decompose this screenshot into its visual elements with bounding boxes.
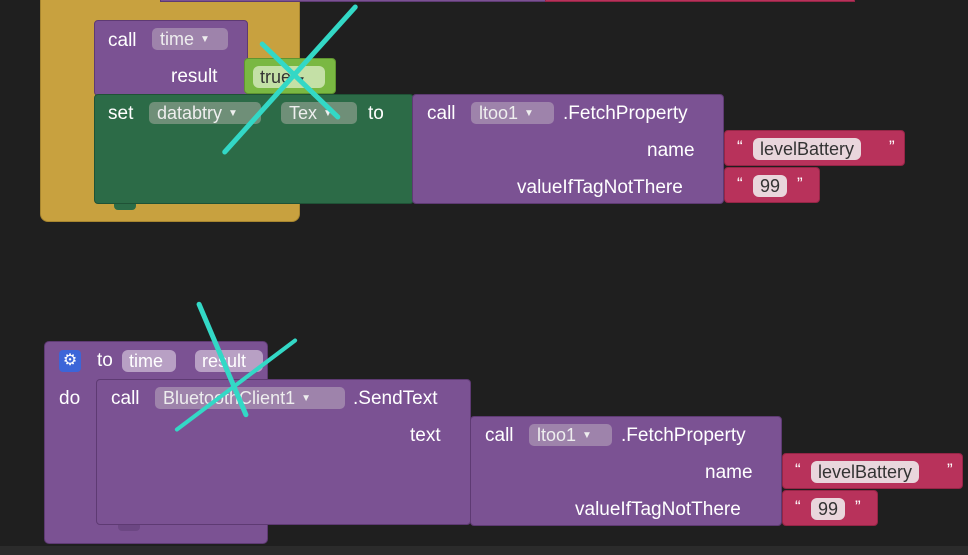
do-keyword: do: [59, 388, 81, 409]
chevron-down-icon: ▼: [582, 430, 592, 442]
text-string-block[interactable]: “ levelBattery ”: [724, 130, 905, 166]
chevron-down-icon: ▼: [524, 108, 534, 120]
chevron-down-icon: ▼: [228, 108, 238, 120]
fetch-property-block[interactable]: call ltoo1 ▼ .FetchProperty name valueIfT…: [470, 416, 782, 526]
component-dropdown-label: ltoo1: [479, 103, 519, 123]
fetch-property-block[interactable]: call ltoo1 ▼ .FetchProperty name valueIfT…: [412, 94, 724, 204]
quote-open-icon: “: [795, 497, 801, 516]
text-string-block[interactable]: “ levelBattery ”: [782, 453, 963, 489]
quote-close-icon: ”: [889, 137, 895, 156]
gear-icon[interactable]: ⚙: [59, 350, 81, 372]
chevron-down-icon: ▼: [301, 393, 311, 405]
property-dropdown[interactable]: Tex ▼: [281, 102, 357, 124]
text-field[interactable]: 99: [753, 175, 788, 197]
block-notch: [114, 204, 136, 210]
call-keyword: call: [111, 388, 140, 409]
component-dropdown-label: ltoo1: [537, 425, 577, 445]
chevron-down-icon: ▼: [323, 108, 333, 120]
property-dropdown-label: Tex: [289, 103, 318, 123]
name-label: name: [705, 462, 753, 483]
workspace-bottom-bar: [0, 546, 968, 555]
component-dropdown[interactable]: ltoo1 ▼: [471, 102, 554, 124]
quote-open-icon: “: [737, 174, 743, 193]
to-keyword: to: [97, 350, 113, 371]
block-notch: [118, 525, 140, 531]
tag-label: valueIfTagNotThere: [575, 499, 741, 520]
chevron-down-icon: ▼: [200, 34, 210, 46]
component-dropdown[interactable]: ltoo1 ▼: [529, 424, 612, 446]
procedure-name-field[interactable]: time: [122, 350, 176, 372]
component-dropdown[interactable]: databtry ▼: [149, 102, 261, 124]
name-label: name: [647, 140, 695, 161]
tag-label: valueIfTagNotThere: [517, 177, 683, 198]
method-name: .SendText: [353, 388, 438, 409]
text-label: text: [410, 425, 441, 446]
text-field[interactable]: levelBattery: [811, 461, 920, 483]
component-dropdown-label: databtry: [157, 103, 223, 123]
quote-close-icon: ”: [855, 497, 861, 516]
quote-close-icon: ”: [797, 174, 803, 193]
component-dropdown[interactable]: BluetoothClient1 ▼: [155, 387, 345, 409]
call-time-block[interactable]: call time ▼ result: [94, 20, 248, 96]
send-text-block[interactable]: call BluetoothClient1 ▼ .SendText text: [96, 379, 471, 525]
call-keyword: call: [427, 103, 456, 124]
procedure-dropdown[interactable]: time ▼: [152, 28, 228, 50]
text-field[interactable]: 99: [811, 498, 846, 520]
quote-open-icon: “: [737, 137, 743, 156]
set-keyword: set: [108, 103, 134, 124]
upper-string-stub: [545, 0, 855, 2]
text-string-block[interactable]: “ 99 ”: [724, 167, 820, 203]
to-keyword: to: [368, 103, 384, 124]
quote-close-icon: ”: [947, 460, 953, 479]
component-dropdown-label: BluetoothClient1: [163, 388, 296, 408]
procedure-dropdown-label: time: [160, 29, 195, 49]
method-name: .FetchProperty: [621, 425, 746, 446]
text-string-block[interactable]: “ 99 ”: [782, 490, 878, 526]
method-name: .FetchProperty: [563, 103, 688, 124]
call-keyword: call: [108, 30, 137, 51]
call-keyword: call: [485, 425, 514, 446]
quote-open-icon: “: [795, 460, 801, 479]
result-label: result: [171, 66, 218, 87]
set-property-block[interactable]: set databtry ▼ Tex ▼ to: [94, 94, 414, 204]
text-field[interactable]: levelBattery: [753, 138, 862, 160]
